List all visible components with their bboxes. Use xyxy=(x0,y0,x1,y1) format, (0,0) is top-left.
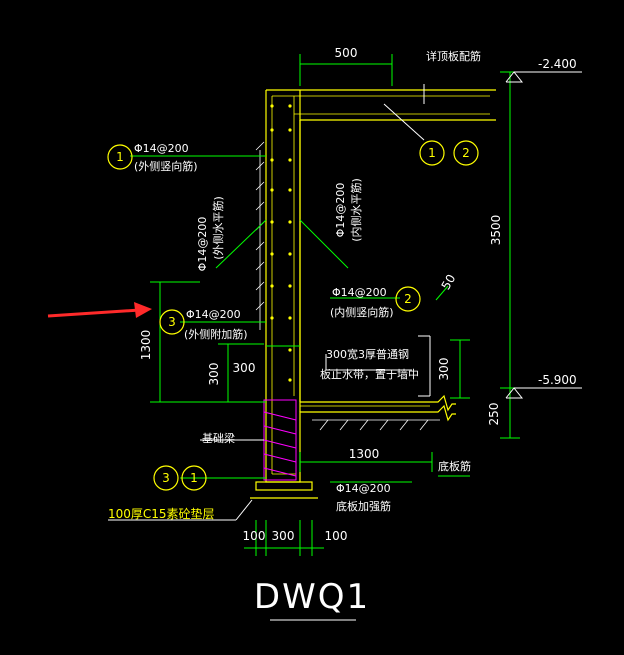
base-hatch xyxy=(312,419,440,431)
dim-100-right: 100 xyxy=(325,529,348,543)
label-inner-vert-note: (内侧竖向筋) xyxy=(330,305,394,319)
pointer-arrow xyxy=(47,302,152,318)
callout-31-b: 1 xyxy=(190,471,198,485)
dimension-lines xyxy=(130,54,520,556)
dim-300-horizontal: 300 xyxy=(233,361,256,375)
rebar-dots xyxy=(270,104,292,382)
callout-12-a: 1 xyxy=(428,146,436,160)
label-slab-add-note: 底板加强筋 xyxy=(336,499,391,513)
dim-top-500: 500 xyxy=(335,46,358,60)
rebar-lines xyxy=(271,95,490,475)
callout-circles xyxy=(107,140,479,491)
label-slab-add: Φ14@200 xyxy=(336,482,391,495)
label-outer-horiz: Φ14@200 xyxy=(196,217,209,272)
label-top-rebar: 详顶板配筋 xyxy=(426,49,481,63)
dim-50: 50 xyxy=(439,272,459,292)
footing-hatch xyxy=(263,399,297,481)
dim-3500: 3500 xyxy=(489,215,503,246)
label-outer-add: Φ14@200 xyxy=(186,308,241,321)
elevation-top: -2.400 xyxy=(538,57,577,71)
dim-300-right: 300 xyxy=(437,358,451,381)
label-base-beam: 基础梁 xyxy=(202,431,235,445)
label-inner-horiz: Φ14@200 xyxy=(334,183,347,238)
callout-12-b: 2 xyxy=(462,146,470,160)
dim-1300-bottom: 1300 xyxy=(349,447,380,461)
label-inner-horiz-note: (内侧水平筋) xyxy=(349,178,363,242)
label-waterstop-1: 300宽3厚普通钢 xyxy=(326,347,409,361)
dim-300-bottom: 300 xyxy=(272,529,295,543)
label-inner-vert: Φ14@200 xyxy=(332,286,387,299)
drawing-title: DWQ1 xyxy=(254,577,370,617)
label-outer-add-note: (外侧附加筋) xyxy=(184,327,248,341)
label-waterstop-2: 板止水带，置于墙中 xyxy=(320,367,419,381)
label-slab-rebar: 底板筋 xyxy=(438,459,471,473)
callout-2: 2 xyxy=(404,292,412,306)
dim-300-vertical: 300 xyxy=(207,363,221,386)
soil-hatch xyxy=(255,141,265,330)
label-outer-horiz-note: (外侧水平筋) xyxy=(211,196,225,260)
dim-100-left: 100 xyxy=(243,529,266,543)
label-cushion: 100厚C15素砼垫层 xyxy=(108,506,215,521)
callout-1: 1 xyxy=(116,150,124,164)
wall-outline xyxy=(250,89,496,499)
label-outer-vert: Φ14@200 xyxy=(134,142,189,155)
dim-1300-left: 1300 xyxy=(139,330,153,361)
dim-250: 250 xyxy=(487,403,501,426)
callout-31-a: 3 xyxy=(162,471,170,485)
elevation-marks xyxy=(108,71,582,621)
label-outer-vert-note: (外侧竖向筋) xyxy=(134,159,198,173)
elevation-bottom: -5.900 xyxy=(538,373,577,387)
callout-3: 3 xyxy=(168,315,176,329)
